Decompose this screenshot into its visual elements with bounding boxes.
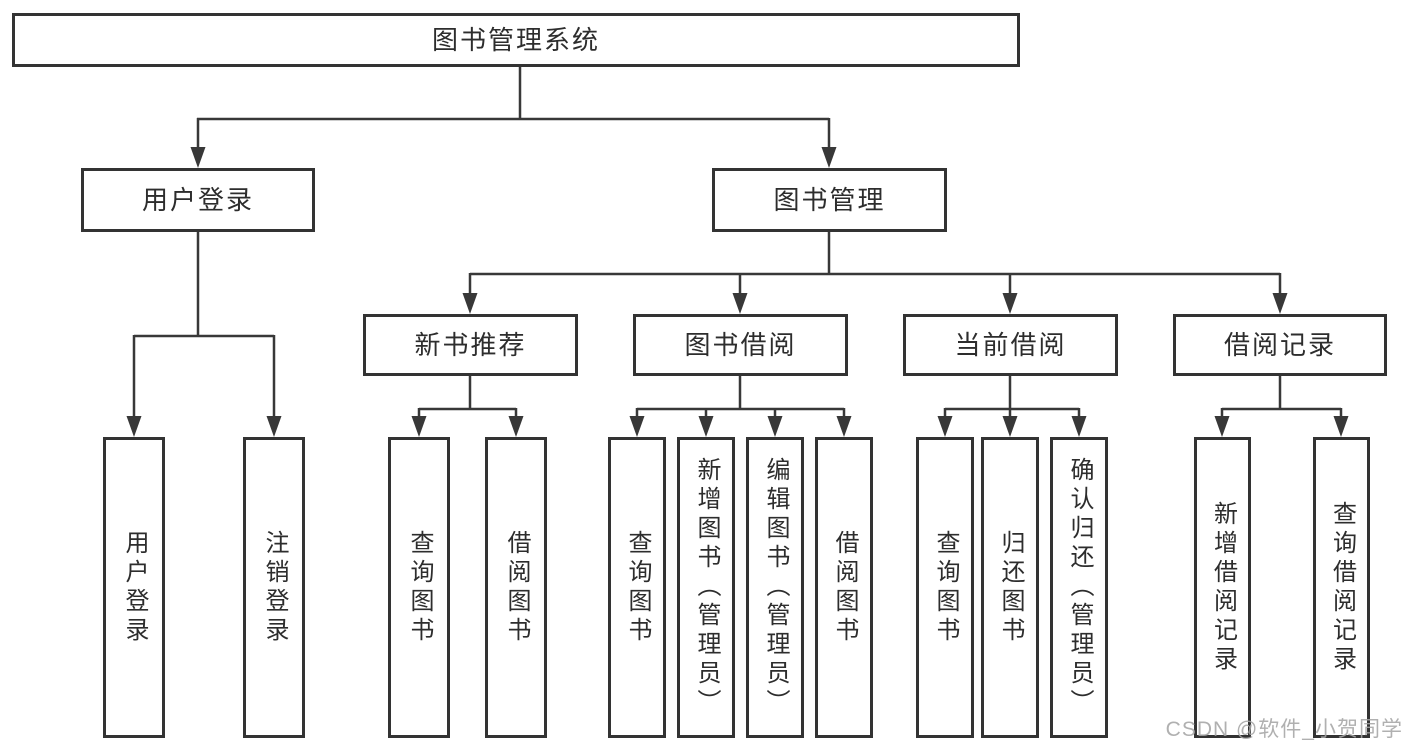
node-label: 当前借阅 [954,330,1067,360]
node-borrow-records: 借阅记录 [1173,314,1387,376]
node-label: 注销登录 [261,529,288,646]
leaf-query-borrow-record: 查询借阅记录 [1313,437,1370,738]
leaf-borrow-books: 借阅图书 [815,437,873,738]
node-label: 图书管理 [773,185,886,215]
node-label: 图书管理系统 [431,25,600,55]
node-label: 用户登录 [141,185,254,215]
node-new-book-recommend: 新书推荐 [363,314,578,376]
node-label: 用户登录 [121,529,148,646]
leaf-return-books: 归还图书 [981,437,1039,738]
arrowhead-icons [126,147,1349,437]
node-label: 借阅图书 [503,529,530,646]
node-label: 确认归还（管理员） [1066,457,1093,718]
node-book-borrow: 图书借阅 [633,314,848,376]
node-label: 新增借阅记录 [1209,500,1237,675]
leaf-logout: 注销登录 [243,437,305,738]
node-user-login: 用户登录 [81,168,315,232]
node-label: 编辑图书（管理员） [762,457,789,718]
leaf-confirm-return-admin: 确认归还（管理员） [1050,437,1108,738]
leaf-query-books: 查询图书 [388,437,450,738]
leaf-borrow-books: 借阅图书 [485,437,547,738]
node-book-management: 图书管理 [712,168,947,232]
node-label: 归还图书 [997,529,1024,646]
node-label: 借阅记录 [1223,330,1336,360]
node-label: 新增图书（管理员） [693,457,720,718]
node-library-system: 图书管理系统 [12,13,1020,67]
node-label: 查询图书 [624,529,651,646]
leaf-query-books: 查询图书 [916,437,974,738]
leaf-add-borrow-record: 新增借阅记录 [1194,437,1251,738]
leaf-query-books: 查询图书 [608,437,666,738]
leaf-add-books-admin: 新增图书（管理员） [677,437,735,738]
leaf-user-login: 用户登录 [103,437,165,738]
node-label: 查询图书 [932,529,959,646]
node-label: 图书借阅 [684,330,797,360]
node-label: 查询借阅记录 [1328,500,1356,675]
node-label: 新书推荐 [414,330,527,360]
node-label: 查询图书 [406,529,433,646]
leaf-edit-books-admin: 编辑图书（管理员） [746,437,804,738]
node-label: 借阅图书 [831,529,858,646]
node-current-borrow: 当前借阅 [903,314,1118,376]
